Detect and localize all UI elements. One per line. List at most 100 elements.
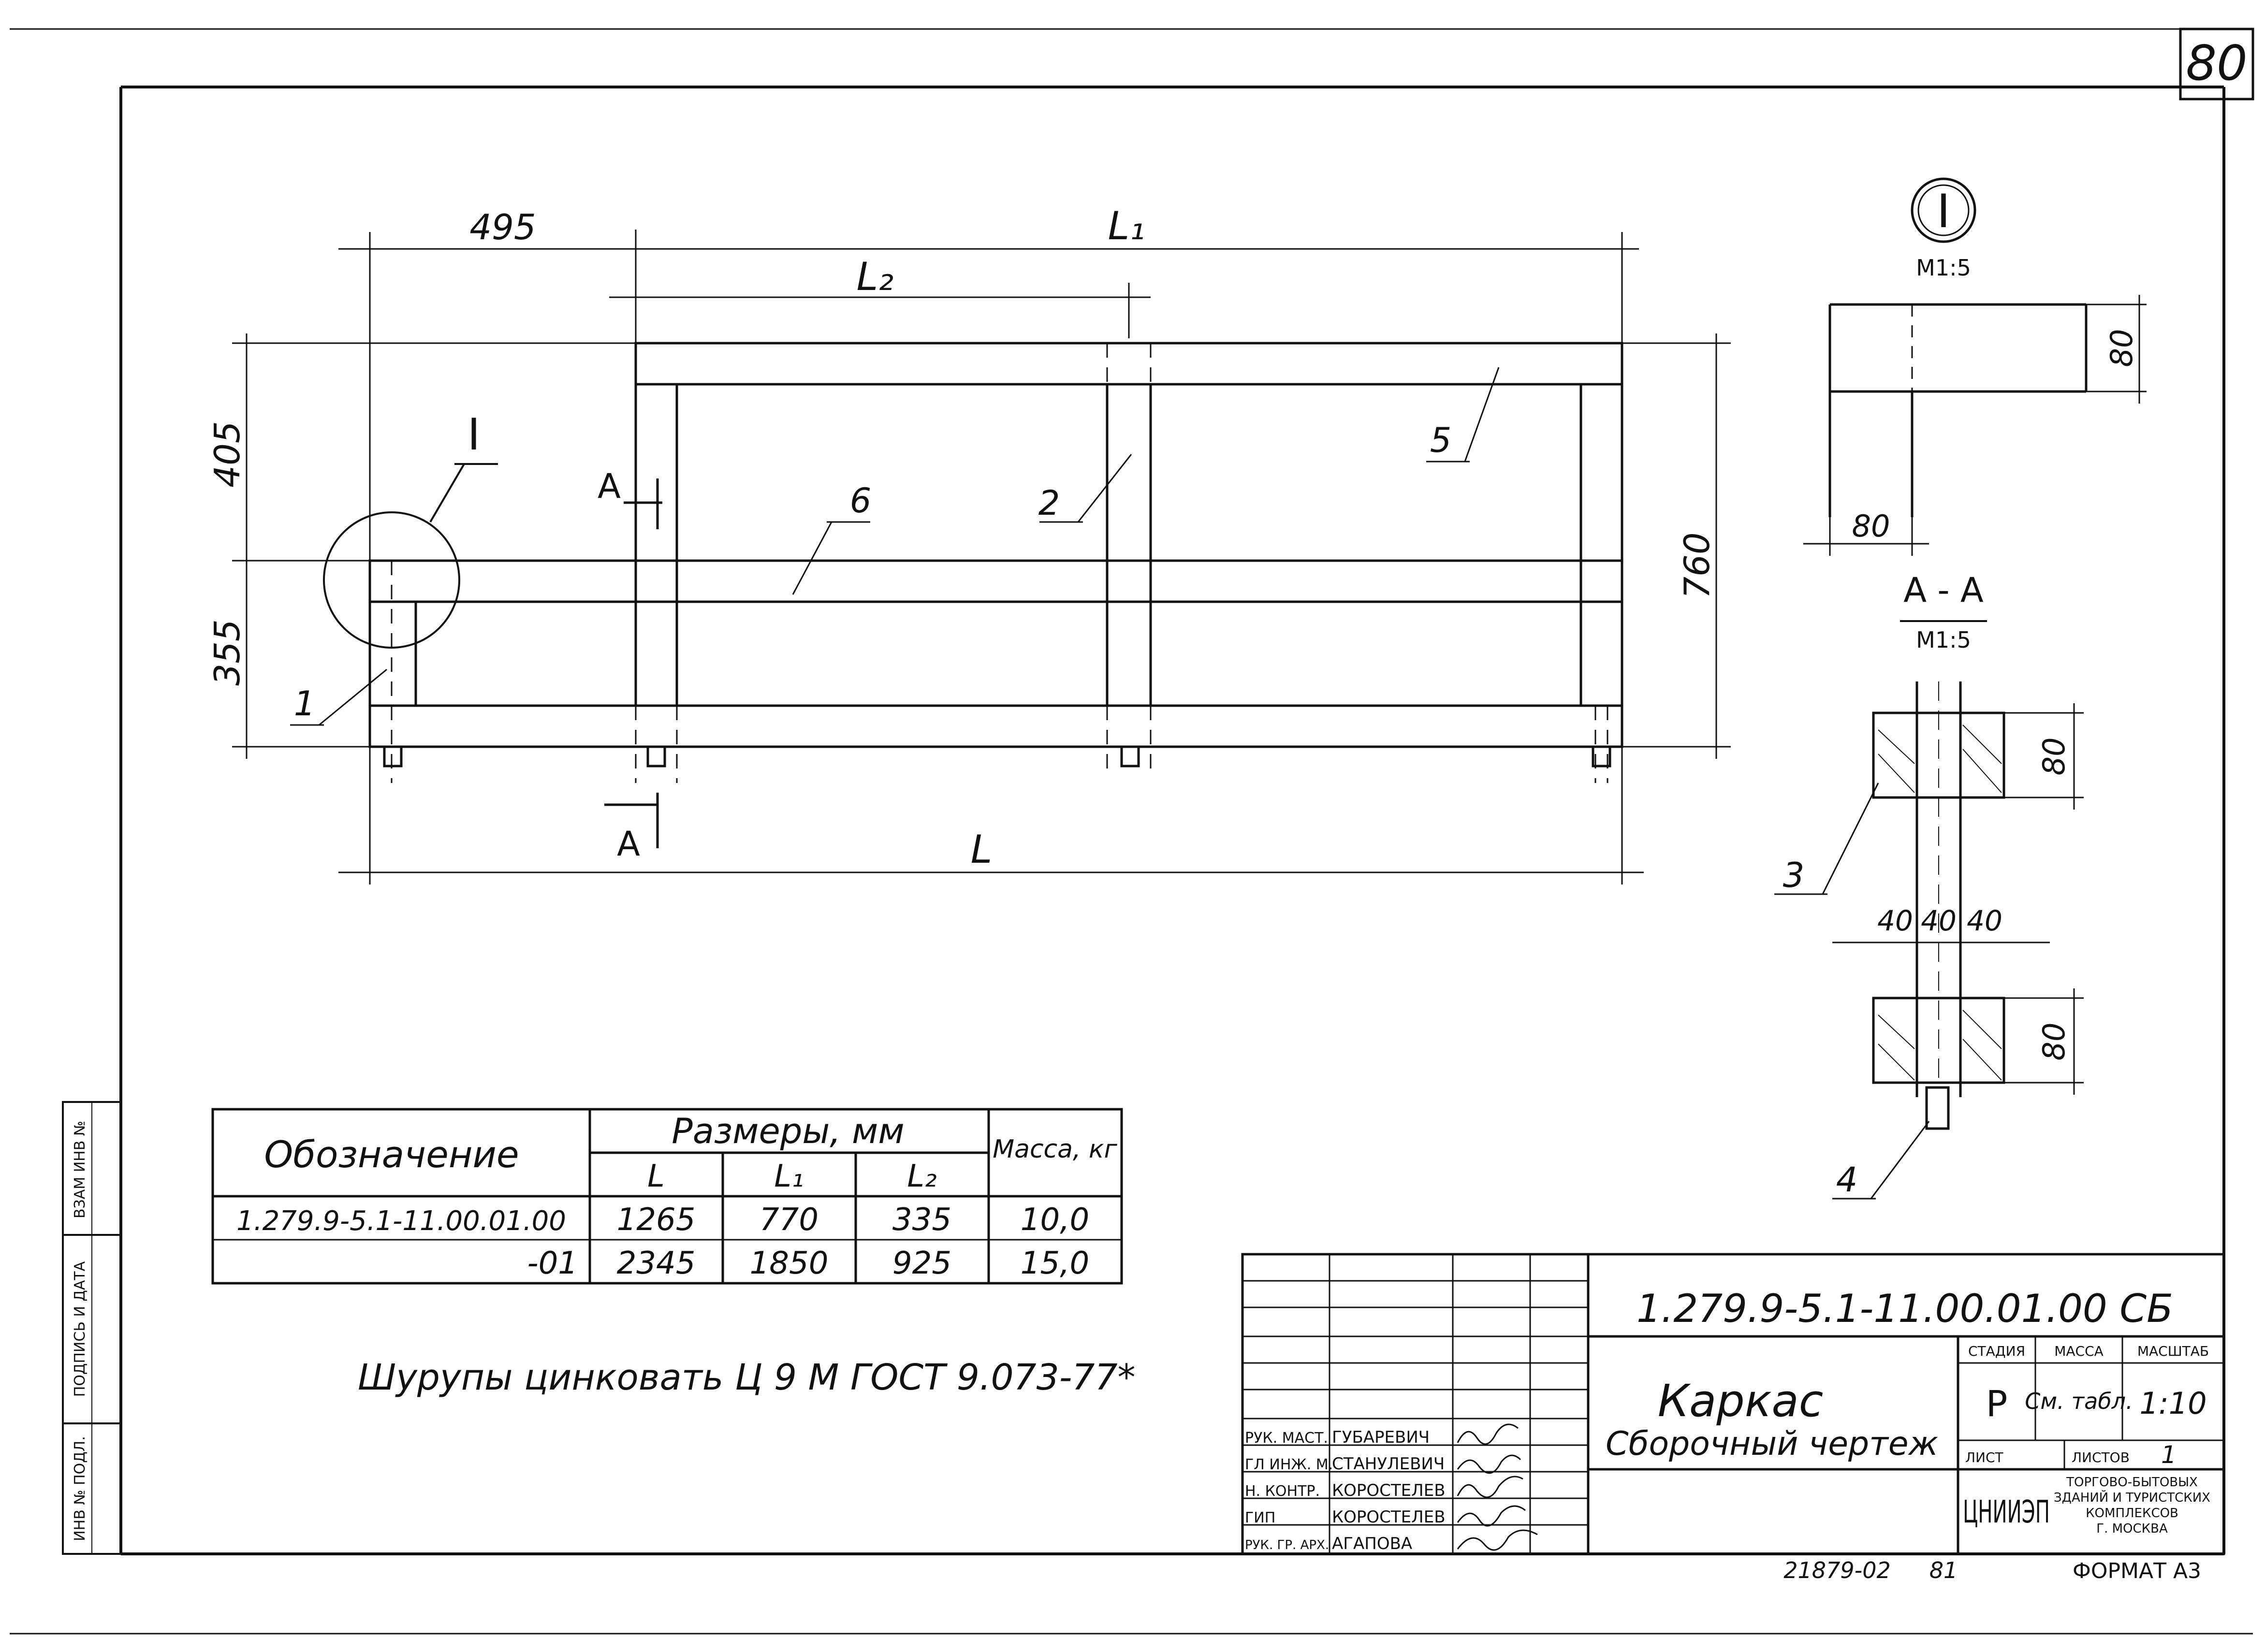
mass-label: МАССА bbox=[2054, 1343, 2104, 1359]
spec-row-L2: 335 bbox=[892, 1202, 951, 1238]
section-AA-callout-3: 3 bbox=[1783, 855, 1805, 895]
side-stamp-vzam: ВЗАМ ИНВ № bbox=[72, 1121, 88, 1218]
dim-L1: L₁ bbox=[1108, 203, 1145, 248]
spec-row-designation: 1.279.9-5.1-11.00.01.00 bbox=[236, 1205, 566, 1237]
format-label: ФОРМАТ А3 bbox=[2073, 1559, 2201, 1583]
spec-row-L1: 770 bbox=[760, 1202, 818, 1238]
detail-marker-I: I bbox=[323, 409, 498, 649]
spec-sub-L: L bbox=[647, 1159, 665, 1194]
spec-sub-L2: L₂ bbox=[907, 1159, 936, 1194]
scale-value: 1:10 bbox=[2139, 1386, 2207, 1421]
sig-role: ГИП bbox=[1245, 1509, 1275, 1526]
spec-row-mass: 15,0 bbox=[1021, 1246, 1090, 1281]
sheets-label: ЛИСТОВ bbox=[2072, 1449, 2130, 1465]
post-middle bbox=[1106, 383, 1152, 707]
sig-name: АГАПОВА bbox=[1332, 1534, 1412, 1553]
side-stamp: ВЗАМ ИНВ № ПОДПИСЬ И ДАТА ИНВ № ПОДЛ. bbox=[62, 1101, 122, 1555]
spec-head-mass: Масса, кг bbox=[993, 1135, 1117, 1164]
section-A-A: А - А М1:5 bbox=[1774, 570, 2084, 1200]
post-end bbox=[368, 600, 417, 707]
callout-5: 5 bbox=[1430, 420, 1452, 460]
detail-I-scale: М1:5 bbox=[1916, 255, 1971, 281]
hidden-lines bbox=[391, 343, 1608, 783]
doc-code: 1.279.9-5.1-11.00.01.00 СБ bbox=[1637, 1286, 2173, 1331]
dim-495: 495 bbox=[469, 207, 536, 247]
spec-table: Обозначение Размеры, мм Масса, кг L L₁ L… bbox=[211, 1108, 1123, 1285]
scale-label: МАСШТАБ bbox=[2137, 1343, 2209, 1359]
stamp-number: 21879-02 bbox=[1783, 1557, 1890, 1583]
section-AA-dim-40-a: 40 bbox=[1877, 904, 1913, 937]
sig-name: КОРОСТЕЛЕВ bbox=[1332, 1481, 1446, 1500]
dim-L2: L₂ bbox=[857, 254, 894, 299]
page-number: 80 bbox=[2186, 35, 2247, 91]
rail-bottom bbox=[368, 704, 1623, 748]
doc-name: Каркас bbox=[1658, 1375, 1824, 1427]
callout-2: 2 bbox=[1038, 483, 1060, 523]
side-stamp-inv: ИНВ № ПОДЛ. bbox=[72, 1436, 88, 1541]
detail-I-mark: I bbox=[1937, 185, 1950, 238]
mass-value: См. табл. bbox=[2025, 1388, 2133, 1414]
rail-middle bbox=[368, 559, 1623, 603]
post-left bbox=[634, 383, 678, 707]
org-line: ТОРГОВО-БЫТОВЫХ bbox=[2066, 1475, 2198, 1490]
sig-name: СТАНУЛЕВИЧ bbox=[1332, 1454, 1445, 1474]
section-AA-dim-bottom: 80 bbox=[2036, 1023, 2072, 1061]
section-AA-dim-40-b: 40 bbox=[1921, 904, 1957, 937]
stamp-page: 81 bbox=[1929, 1557, 1958, 1583]
main-callouts: 1 2 5 6 bbox=[290, 367, 1500, 726]
section-AA-callout-4: 4 bbox=[1836, 1160, 1858, 1200]
spec-row-L1: 1850 bbox=[750, 1246, 829, 1281]
detail-I: I М1:5 80 80 bbox=[1803, 177, 2147, 556]
org-line: ЗДАНИЙ И ТУРИСТСКИХ bbox=[2054, 1490, 2210, 1505]
org-line: КОМПЛЕКСОВ bbox=[2086, 1506, 2178, 1521]
sig-role: Н. КОНТР. bbox=[1245, 1483, 1320, 1500]
note-galvanize: Шурупы цинковать Ц 9 М ГОСТ 9.073-77* bbox=[358, 1357, 1136, 1398]
sheet-label: ЛИСТ bbox=[1965, 1449, 2004, 1465]
section-AA-title: А - А bbox=[1903, 570, 1984, 610]
spec-row-L2: 925 bbox=[892, 1246, 951, 1281]
dim-L: L bbox=[971, 827, 993, 872]
sig-name: ГУБАРЕВИЧ bbox=[1332, 1428, 1430, 1447]
sig-role: РУК. МАСТ. bbox=[1245, 1430, 1328, 1447]
signature-rows: РУК. МАСТ. ГУБАРЕВИЧ ГЛ ИНЖ. М. СТАНУЛЕВ… bbox=[1245, 1423, 1538, 1553]
section-AA-dim-top: 80 bbox=[2036, 738, 2072, 776]
doc-type: Сборочный чертеж bbox=[1606, 1425, 1938, 1463]
spec-sub-L1: L₁ bbox=[774, 1159, 804, 1194]
side-stamp-podpis: ПОДПИСЬ И ДАТА bbox=[72, 1261, 88, 1397]
detail-I-dim-v: 80 bbox=[2104, 329, 2139, 367]
detail-I-dim-h: 80 bbox=[1852, 508, 1890, 544]
section-marks: А А bbox=[598, 466, 662, 864]
section-AA-scale: М1:5 bbox=[1916, 627, 1971, 653]
sig-role: ГЛ ИНЖ. М. bbox=[1245, 1456, 1333, 1473]
spec-row-L: 1265 bbox=[617, 1202, 696, 1238]
section-mark-top: А bbox=[598, 466, 621, 506]
rail-top bbox=[634, 342, 1623, 386]
stage-value: Р bbox=[1986, 1383, 2008, 1425]
sig-name: КОРОСТЕЛЕВ bbox=[1332, 1507, 1446, 1527]
frame-assembly-view bbox=[368, 342, 1623, 768]
stage-label: СТАДИЯ bbox=[1968, 1343, 2025, 1359]
dim-355: 355 bbox=[207, 619, 248, 685]
sig-role: РУК. ГР. АРХ. bbox=[1245, 1538, 1329, 1552]
spec-head-designation: Обозначение bbox=[264, 1133, 519, 1176]
callout-1: 1 bbox=[294, 684, 316, 724]
post-right bbox=[1579, 383, 1623, 707]
title-block: РУК. МАСТ. ГУБАРЕВИЧ ГЛ ИНЖ. М. СТАНУЛЕВ… bbox=[1241, 1253, 2225, 1555]
org-logo: ЦНИИЭП bbox=[1963, 1494, 2050, 1530]
org-line: Г. МОСКВА bbox=[2096, 1522, 2168, 1536]
dim-760: 760 bbox=[1677, 532, 1717, 598]
main-dimension-labels: 495 L₁ L₂ 405 355 760 L bbox=[207, 203, 1717, 872]
spec-row-mass: 10,0 bbox=[1021, 1202, 1090, 1238]
detail-mark-label: I bbox=[468, 409, 481, 460]
sheets-value: 1 bbox=[2161, 1441, 2177, 1469]
dim-405: 405 bbox=[207, 421, 248, 487]
main-dimensions bbox=[232, 230, 1731, 884]
spec-row-designation: -01 bbox=[527, 1246, 578, 1281]
section-AA-dim-40-c: 40 bbox=[1967, 904, 2002, 937]
page-number-box: 80 bbox=[2179, 28, 2254, 101]
spec-row-L: 2345 bbox=[617, 1246, 696, 1281]
section-mark-bottom: А bbox=[617, 824, 640, 864]
callout-6: 6 bbox=[850, 481, 872, 521]
spec-head-sizes: Размеры, мм bbox=[672, 1111, 904, 1151]
